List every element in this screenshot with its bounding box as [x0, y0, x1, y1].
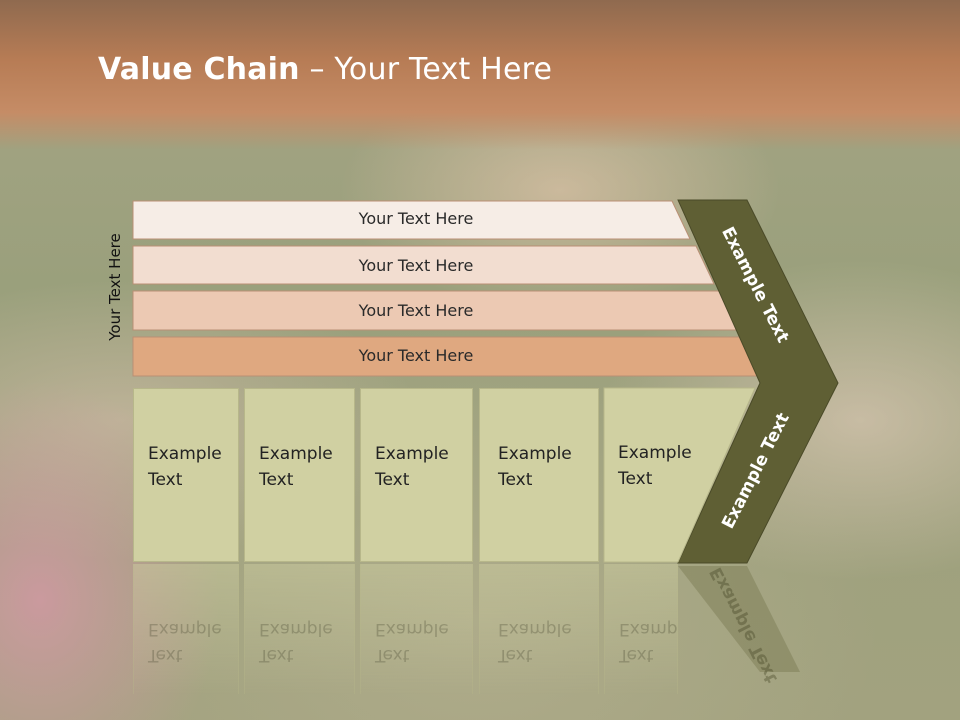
reflect-4-line1: Example [498, 619, 572, 639]
reflect-5-line1: Example [619, 619, 678, 639]
box-2-line1: Example [259, 444, 333, 464]
box-1-line2: Text [148, 470, 183, 490]
box-4-line2: Text [498, 470, 533, 490]
box-reflection-4: Text Example [479, 564, 599, 694]
box-2-line2: Text [259, 470, 294, 490]
chevron-reflection [678, 566, 800, 672]
bar-label-2: Your Text Here [358, 256, 474, 275]
bar-shape-1[interactable] [132, 200, 691, 240]
box-reflection-5: Text Example [604, 564, 678, 694]
chevron-shape[interactable] [677, 199, 839, 564]
title-rest: – Your Text Here [299, 52, 553, 87]
side-label: Your Text Here [106, 233, 124, 341]
reflect-1-line1: Example [148, 619, 222, 639]
reflect-4-line2: Text [498, 645, 533, 665]
box-4-line1: Example [498, 444, 572, 464]
box-reflection-3: Text Example [360, 564, 473, 694]
bar-label-3: Your Text Here [358, 301, 474, 320]
reflect-3-line1: Example [375, 619, 449, 639]
box-3-line2: Text [375, 470, 410, 490]
reflect-5-line2: Text [619, 645, 654, 665]
bar-shape-2[interactable] [132, 245, 715, 285]
title-band [0, 0, 960, 150]
reflect-1-line2: Text [148, 645, 183, 665]
slide-title[interactable]: Value Chain – Your Text Here [98, 52, 552, 87]
box-5-line1: Example [618, 443, 692, 463]
box-5-line2: Text [618, 469, 653, 489]
reflect-3-line2: Text [375, 645, 410, 665]
box-3-line1: Example [375, 444, 449, 464]
reflect-2-line1: Example [259, 619, 333, 639]
box-reflection-2: Text Example [244, 564, 355, 694]
box-reflection-1: Text Example [133, 564, 239, 694]
bar-label-1: Your Text Here [358, 209, 474, 228]
bar-label-4: Your Text Here [358, 346, 474, 365]
box-shape-5[interactable] [603, 387, 756, 563]
reflect-2-line2: Text [259, 645, 294, 665]
box-1-line1: Example [148, 444, 222, 464]
title-bold: Value Chain [98, 52, 300, 87]
